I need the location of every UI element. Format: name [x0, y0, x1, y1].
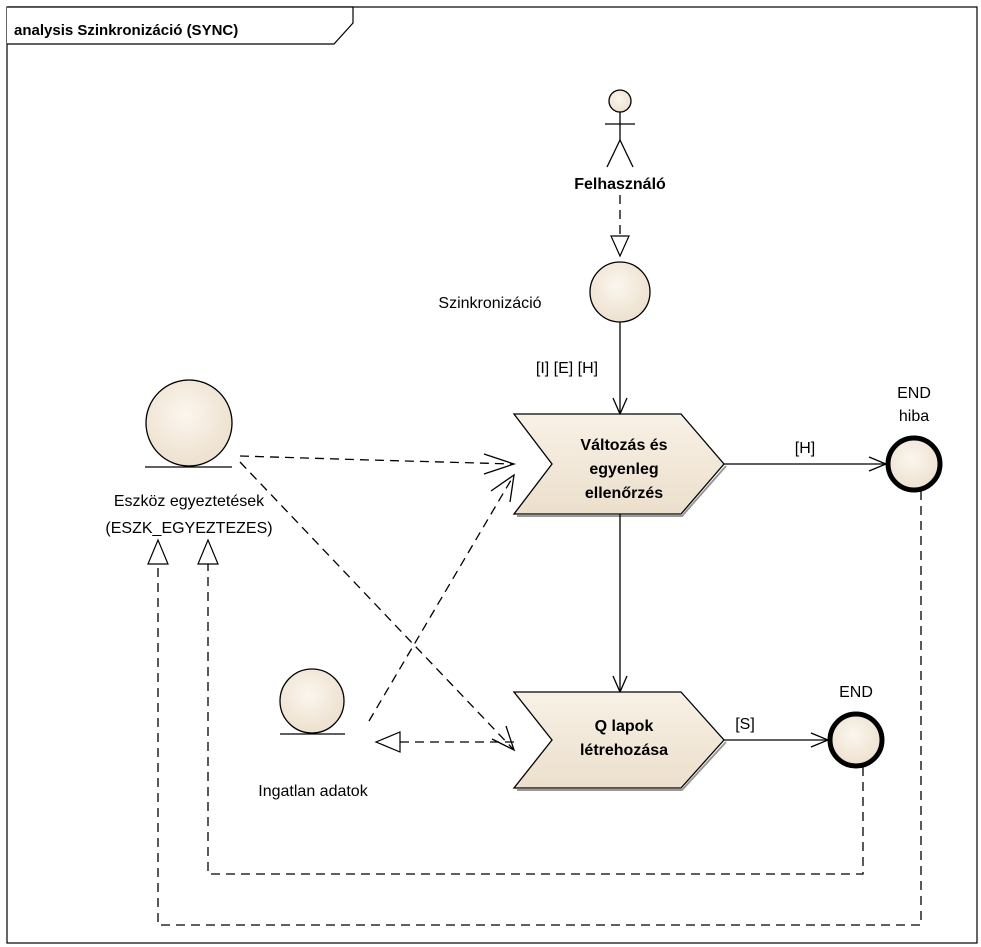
actor-felhasznalo[interactable]: Felhasználó — [574, 89, 666, 193]
dep-ingatlan-process1 — [368, 473, 515, 722]
flow-success: [S] — [724, 716, 830, 748]
end-error-label-2: hiba — [899, 408, 929, 425]
flow-success-label: [S] — [735, 716, 755, 733]
frame-title: analysis Szinkronizáció (SYNC) — [14, 22, 238, 39]
dep-eszkoz-process2 — [239, 461, 516, 752]
entity-ingatlan[interactable]: Ingatlan adatok — [258, 668, 369, 800]
flow-error: [H] — [724, 440, 888, 472]
process-2-line2: létrehozása — [580, 742, 668, 759]
return-end-error-eszkoz — [147, 491, 922, 926]
process-1-line1: Változás és — [580, 437, 667, 454]
end-error-label-1: END — [897, 385, 931, 402]
dep-process2-ingatlan — [374, 731, 514, 753]
end-ok[interactable]: END — [827, 684, 885, 769]
end-ok-label: END — [839, 684, 873, 701]
flow-error-label: [H] — [795, 440, 815, 457]
actor-event-connector — [610, 195, 630, 258]
flow-start: [I] [E] [H] — [536, 322, 628, 416]
diagram-frame: analysis Szinkronizáció (SYNC) — [6, 6, 978, 944]
process-2-line1: Q lapok — [595, 718, 654, 735]
flow-start-label: [I] [E] [H] — [536, 360, 598, 377]
process-1-line3: ellenőrzés — [585, 485, 663, 502]
dep-eszkoz-process1 — [239, 453, 517, 475]
end-error[interactable]: END hiba — [885, 385, 943, 493]
event-szinkronizacio[interactable] — [589, 261, 651, 323]
entity-eszkoz[interactable]: Eszköz egyeztetések (ESZK_EGYEZTEZES) — [105, 379, 273, 537]
process-1-line2: egyenleg — [589, 461, 658, 478]
entity-eszkoz-line1: Eszköz egyeztetések — [114, 493, 265, 510]
process-q-lapok[interactable]: Q lapok létrehozása — [512, 691, 727, 791]
actor-label: Felhasználó — [574, 176, 666, 193]
entity-ingatlan-label: Ingatlan adatok — [258, 783, 368, 800]
process-valtozas[interactable]: Változás és egyenleg ellenőrzés — [512, 413, 727, 517]
return-end-ok-eszkoz — [197, 538, 864, 875]
entity-eszkoz-line2: (ESZK_EGYEZTEZES) — [105, 520, 272, 537]
event-label: Szinkronizáció — [438, 295, 541, 312]
